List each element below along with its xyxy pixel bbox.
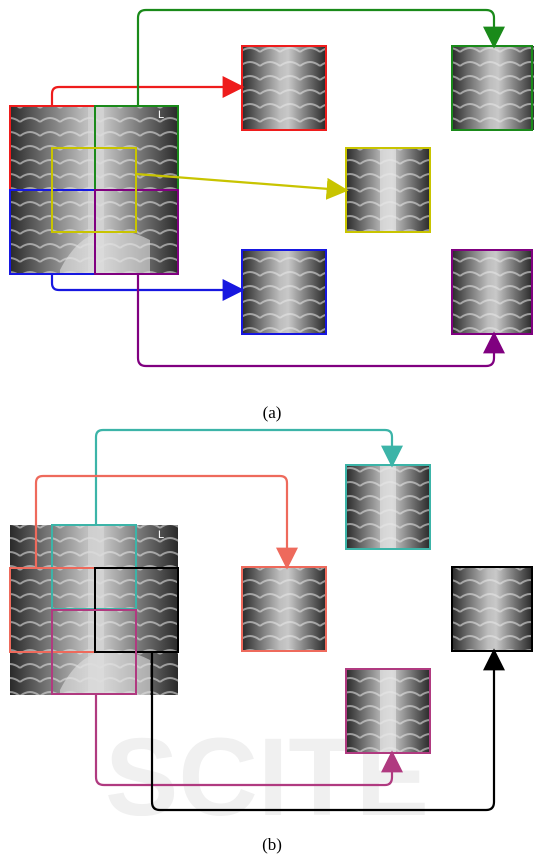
- output-crop-red: [242, 46, 326, 130]
- output-crop-salmon: [242, 567, 326, 651]
- output-crop-yellow: [346, 148, 430, 232]
- output-crop-magenta: [346, 669, 430, 753]
- output-crop-green: [452, 46, 534, 130]
- output-crop-teal: [346, 465, 430, 549]
- panel-a: L: [10, 10, 534, 422]
- svg-text:L: L: [158, 109, 164, 121]
- arrow-blue: [52, 274, 238, 290]
- output-crop-purple: [452, 250, 532, 334]
- arrow-red: [52, 87, 238, 106]
- output-crop-black: [452, 567, 532, 651]
- caption-b: (b): [262, 835, 282, 854]
- output-crop-blue: [242, 250, 326, 334]
- svg-text:L: L: [158, 529, 164, 541]
- caption-a: (a): [263, 403, 282, 422]
